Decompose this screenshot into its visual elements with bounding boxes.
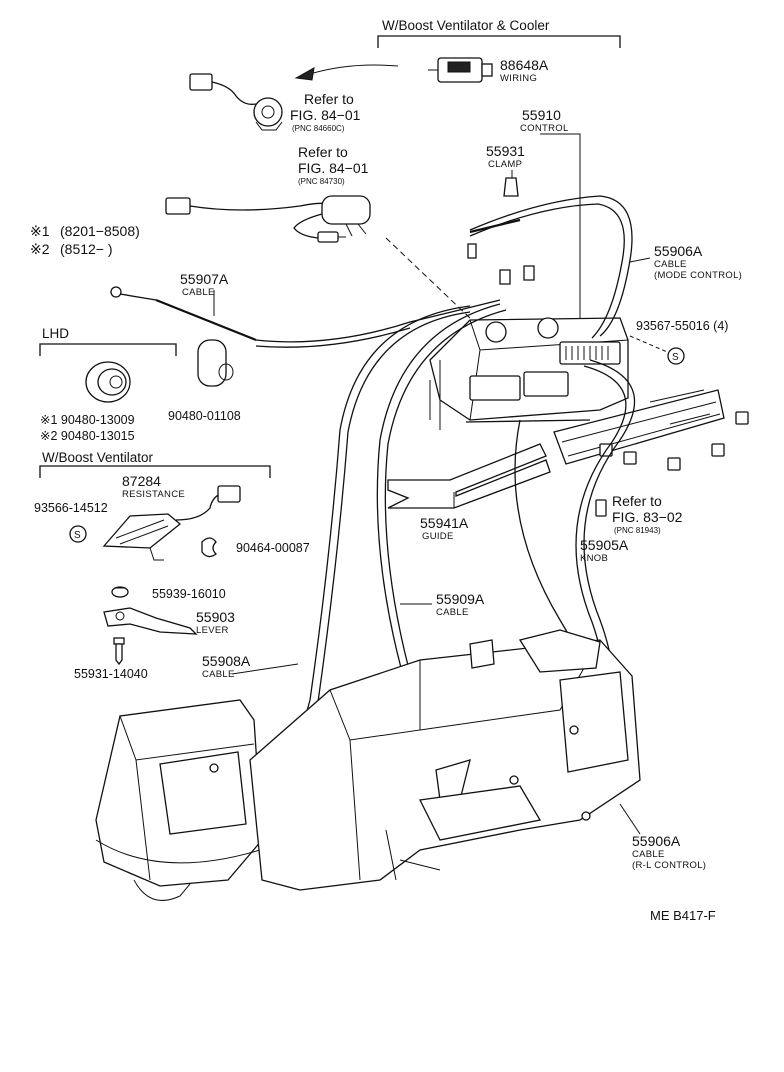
diagram-code: ME B417-F [650, 908, 716, 923]
part-55939-number: 55939-16010 [152, 587, 226, 601]
note-2-mark: ※2 [30, 241, 50, 257]
boost-cooler-bracket [377, 35, 621, 48]
clip-90464-drawing [201, 537, 217, 558]
part-55910-number: 55910 [522, 107, 561, 123]
note-1-mark: ※1 [30, 223, 50, 239]
leader-55906a-rl [619, 803, 641, 835]
part-55906a-mode-name: CABLE [654, 259, 687, 270]
leader-55910 [540, 133, 581, 318]
ref2-pnc: (PNC 84730) [298, 177, 345, 186]
face-plate-drawing [553, 389, 725, 465]
servo-harness-drawing [165, 195, 371, 243]
part-55931-number: 55931 [486, 143, 525, 159]
lhd-bracket [39, 343, 177, 356]
note-2-range: (8512− ) [60, 241, 113, 257]
control-head-drawing [429, 317, 629, 430]
header-boost-cooler: W/Boost Ventilator & Cooler [382, 18, 550, 33]
ref2-line1: Refer to [298, 144, 348, 160]
direction-arrow [294, 64, 399, 81]
part-55908a-name: CABLE [202, 669, 235, 680]
part-90480-13015-number: ※2 90480-13015 [40, 429, 135, 443]
part-55903-number: 55903 [196, 609, 235, 625]
mode-control-cable-drawing [469, 195, 633, 339]
part-55906a-rl-sub: (R-L CONTROL) [632, 860, 706, 871]
part-55905a-name: KNOB [580, 553, 608, 564]
leader-55906a-mode [629, 257, 651, 263]
header-lhd: LHD [42, 326, 69, 341]
screw-symbol-right [667, 347, 685, 365]
part-87284-name: RESISTANCE [122, 489, 185, 500]
part-90480-13009-number: ※1 90480-13009 [40, 413, 135, 427]
part-55905a-number: 55905A [580, 537, 629, 553]
clamp-drawing [467, 177, 535, 285]
part-55941a-number: 55941A [420, 515, 469, 531]
screw-symbol-right-mark: S [672, 352, 679, 363]
part-55906a-mode-sub: (MODE CONTROL) [654, 270, 742, 281]
part-88648a-number: 88648A [500, 57, 549, 73]
grommet-90480-13009-drawing [85, 361, 131, 403]
part-88648a-name: WIRING [500, 73, 537, 84]
part-55906a-mode-number: 55906A [654, 243, 703, 259]
header-boost: W/Boost Ventilator [42, 450, 154, 465]
heater-unit-drawing [95, 629, 641, 901]
part-90464-number: 90464-00087 [236, 541, 310, 555]
part-90480-01108-number: 90480-01108 [168, 409, 241, 423]
leader-55908a [231, 663, 299, 675]
ref3-pnc: (PNC 81943) [614, 526, 661, 535]
screw-symbol-left [69, 525, 87, 543]
ref3-line2: FIG. 83−02 [612, 509, 683, 525]
ref1-line2: FIG. 84−01 [290, 107, 361, 123]
part-55906a-rl-name: CABLE [632, 849, 665, 860]
ref1-line1: Refer to [304, 91, 354, 107]
part-55907a-name: CABLE [182, 287, 215, 298]
part-55941a-name: GUIDE [422, 531, 454, 542]
nut-55939-drawing [111, 586, 129, 598]
part-55909a-name: CABLE [436, 607, 469, 618]
screw-symbol-left-mark: S [74, 530, 81, 541]
ref3-line1: Refer to [612, 493, 662, 509]
grommet-90480-01108-drawing [197, 339, 234, 387]
part-55903-name: LEVER [196, 625, 229, 636]
part-93567-number: 93567-55016 (4) [636, 319, 728, 333]
part-55907a-number: 55907A [180, 271, 229, 287]
boost-bracket [39, 465, 271, 478]
blower-switch-harness-drawing [189, 73, 283, 131]
screw-55931-drawing [113, 637, 125, 666]
leader-93567 [629, 335, 673, 355]
part-55931-name: CLAMP [488, 159, 522, 170]
part-55908a-number: 55908A [202, 653, 251, 669]
ref1-pnc: (PNC 84660C) [292, 124, 345, 133]
part-55910-name: CONTROL [520, 123, 569, 134]
ref2-line2: FIG. 84−01 [298, 160, 369, 176]
lever-drawing [103, 607, 198, 635]
cable-55907a-drawing [110, 286, 501, 348]
part-55931-14040-number: 55931-14040 [74, 667, 148, 681]
part-55909a-number: 55909A [436, 591, 485, 607]
resistance-drawing [102, 485, 241, 561]
part-93566-number: 93566-14512 [34, 501, 108, 515]
guide-drawing [387, 443, 551, 509]
part-87284-number: 87284 [122, 473, 161, 489]
leader-dashed-control [385, 237, 471, 319]
part-55906a-rl-number: 55906A [632, 833, 681, 849]
note-1-range: (8201−8508) [60, 223, 140, 239]
wiring-connector-drawing [428, 57, 493, 83]
